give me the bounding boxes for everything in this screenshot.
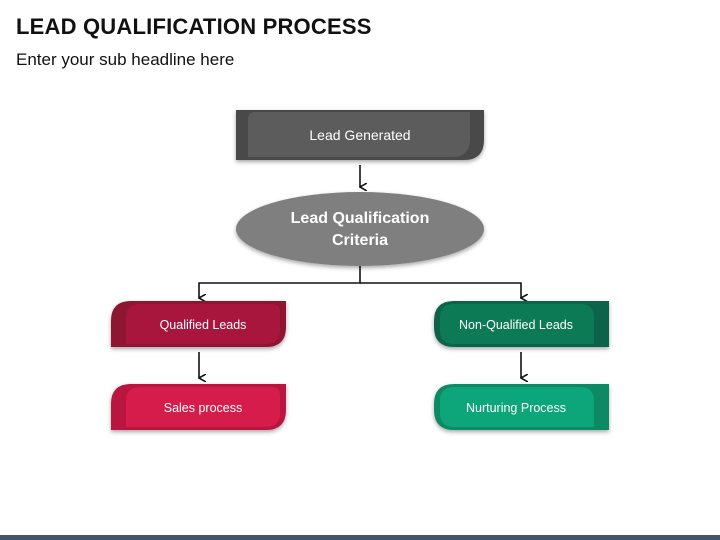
lead-generated-box — [236, 110, 484, 160]
non-qualified-leads-box — [434, 301, 609, 347]
criteria-label-line2: Criteria — [332, 232, 388, 249]
branch-connector — [199, 266, 361, 298]
sales-process-box — [111, 384, 286, 430]
nurturing-process-label: Nurturing Process — [466, 401, 566, 415]
qualified-leads-label: Qualified Leads — [160, 318, 247, 332]
page-title: LEAD QUALIFICATION PROCESS — [16, 14, 372, 39]
sales-process-inner — [126, 387, 280, 427]
criteria-ellipse — [236, 192, 484, 266]
nurturing-process-box — [434, 384, 609, 430]
sales-process-label: Sales process — [164, 401, 243, 415]
nurturing-process-inner — [440, 387, 594, 427]
qualified-leads-box — [111, 301, 286, 347]
non-qualified-leads-label: Non-Qualified Leads — [459, 318, 573, 332]
branch-connector-right — [360, 282, 521, 298]
non-qualified-leads-inner — [440, 304, 594, 344]
lead-generated-inner — [248, 112, 470, 157]
footer-bar — [0, 535, 720, 540]
lead-generated-label: Lead Generated — [309, 127, 410, 143]
criteria-label-line1: Lead Qualification — [291, 210, 430, 227]
qualified-leads-inner — [126, 304, 280, 344]
page-subtitle: Enter your sub headline here — [16, 50, 235, 69]
